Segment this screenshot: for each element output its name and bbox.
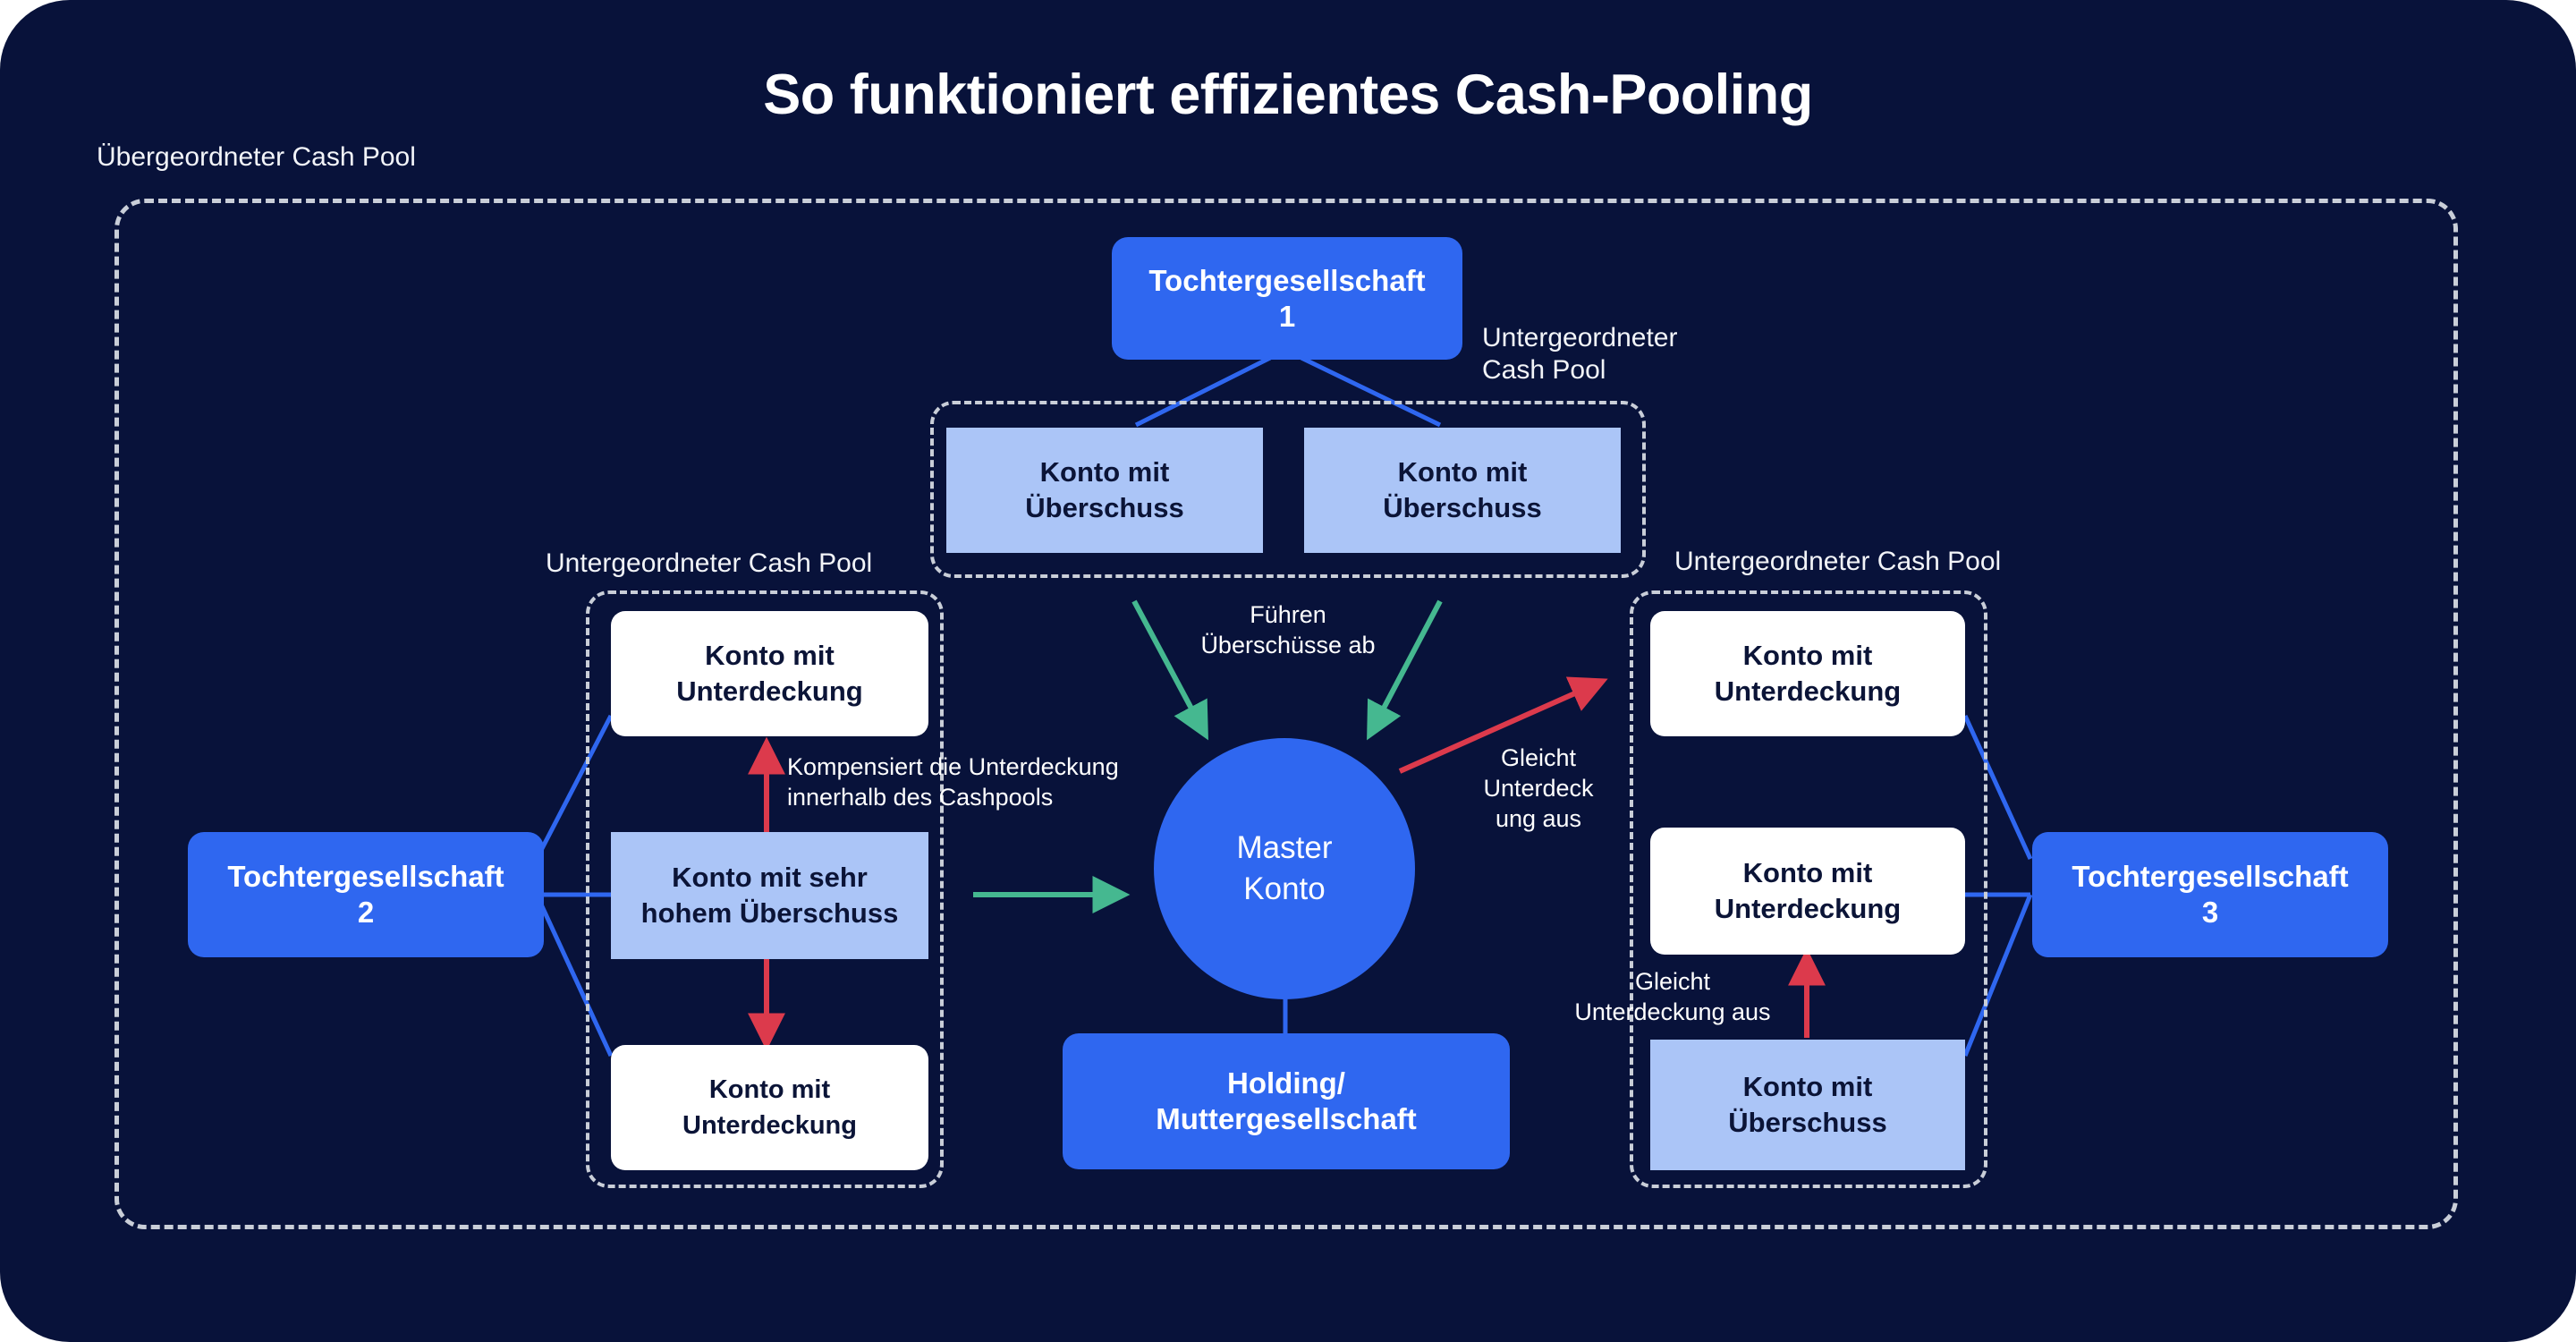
parent-pool-label: Übergeordneter Cash Pool — [97, 142, 416, 172]
sub-pool-right-frame — [1630, 590, 1987, 1188]
entity-holding[interactable]: Holding/ Muttergesellschaft — [1063, 1033, 1510, 1169]
account-left-top-deficit[interactable]: Konto mit Unterdeckung — [611, 611, 928, 736]
account-right-bottom-surplus[interactable]: Konto mit Überschuss — [1650, 1040, 1965, 1170]
account-left-middle-surplus[interactable]: Konto mit sehr hohem Überschuss — [611, 832, 928, 959]
entity-subsidiary-2[interactable]: Tochtergesellschaft 2 — [188, 832, 544, 957]
account-right-top-deficit[interactable]: Konto mit Unterdeckung — [1650, 611, 1965, 736]
account-right-middle-deficit[interactable]: Konto mit Unterdeckung — [1650, 828, 1965, 955]
entity-subsidiary-3[interactable]: Tochtergesellschaft 3 — [2032, 832, 2388, 957]
flow-label-balance-right-lower: Gleicht Unterdeckung aus — [1574, 968, 1771, 1025]
sub-pool-right-label: Untergeordneter Cash Pool — [1674, 547, 2002, 576]
entity-subsidiary-1[interactable]: Tochtergesellschaft 1 — [1112, 237, 1462, 360]
account-left-bottom-deficit[interactable]: Konto mit Unterdeckung — [611, 1045, 928, 1170]
sub-pool-top-label: Untergeordneter Cash Pool — [1482, 323, 1678, 385]
flow-label-balance-right-upper: Gleicht Unterdeck ung aus — [1483, 744, 1594, 832]
flow-label-compensate-left: Kompensiert die Unterdeckung innerhalb d… — [787, 753, 1119, 811]
page-title: So funktioniert effizientes Cash-Pooling — [763, 64, 1813, 126]
account-top-right-surplus[interactable]: Konto mit Überschuss — [1304, 428, 1621, 553]
sub-pool-top-frame — [930, 401, 1646, 578]
account-top-left-surplus[interactable]: Konto mit Überschuss — [946, 428, 1263, 553]
sub-pool-left-frame — [586, 590, 944, 1188]
parent-pool-frame — [114, 199, 2458, 1229]
sub-pool-left-label: Untergeordneter Cash Pool — [546, 548, 873, 578]
entity-master-account[interactable]: Master Konto — [1154, 738, 1415, 999]
flow-label-to-master: Führen Überschüsse ab — [1200, 601, 1376, 658]
